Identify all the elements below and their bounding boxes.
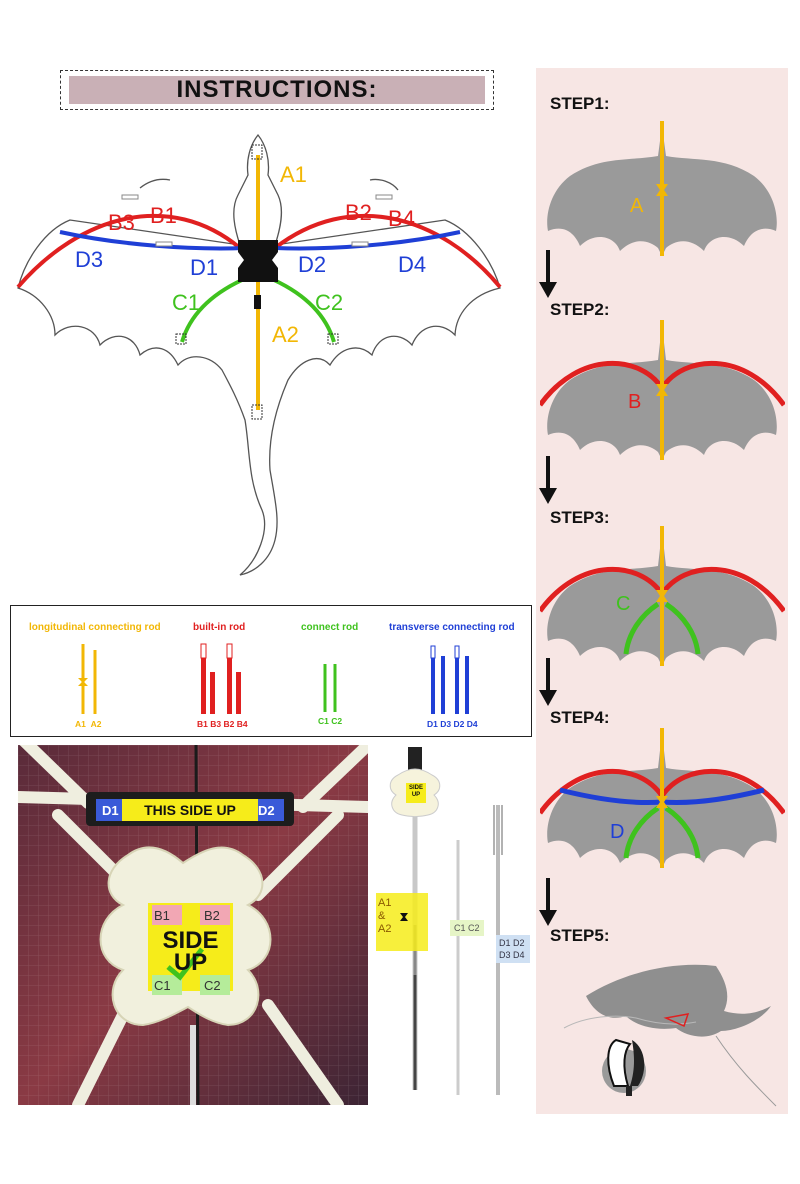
step2-label: STEP2: bbox=[550, 300, 610, 320]
step2-image: B bbox=[540, 320, 785, 460]
tag-d1d2: D1 D2 bbox=[499, 937, 525, 949]
label-d3: D3 bbox=[75, 247, 103, 272]
legend-longitudinal-title: longitudinal connecting rod bbox=[29, 622, 161, 633]
legend-caption-c1: C1 bbox=[318, 716, 329, 726]
this-side-up-label: THIS SIDE UP bbox=[124, 802, 256, 818]
step4-label: STEP4: bbox=[550, 708, 610, 728]
arrow-down-icon bbox=[538, 878, 558, 928]
step1-image: A bbox=[540, 116, 785, 256]
steps-panel: STEP1: A STEP2: B STEP3: C STEP4: bbox=[536, 68, 788, 1114]
label-b2: B2 bbox=[345, 200, 372, 225]
label-b1: B1 bbox=[150, 203, 177, 228]
step1-label: STEP1: bbox=[550, 94, 610, 114]
step4-marker: D bbox=[610, 821, 624, 843]
label-b3: B3 bbox=[108, 210, 135, 235]
page-title: INSTRUCTIONS: bbox=[69, 76, 485, 104]
rods-photo: SIDE UP A1 & A2 C1 C2 D1 D2 D3 D4 bbox=[370, 745, 530, 1105]
photo-b2-label: B2 bbox=[204, 908, 220, 923]
step2-marker: B bbox=[628, 391, 641, 413]
tag-a1: A1 bbox=[378, 897, 391, 910]
label-c1: C1 bbox=[172, 290, 200, 315]
legend-transverse-title: transverse connecting rod bbox=[389, 622, 515, 633]
legend-caption-d4: D4 bbox=[467, 719, 478, 729]
legend-caption-b2: B2 bbox=[224, 719, 235, 729]
legend-caption-a2: A2 bbox=[91, 719, 102, 729]
label-d4: D4 bbox=[398, 252, 426, 277]
label-d2: D2 bbox=[298, 252, 326, 277]
photo-b1-label: B1 bbox=[154, 908, 170, 923]
photo-d2-label: D2 bbox=[258, 803, 275, 818]
label-c2: C2 bbox=[315, 290, 343, 315]
arrow-down-icon bbox=[538, 658, 558, 708]
legend-caption-d1: D1 bbox=[427, 719, 438, 729]
legend-caption-a1: A1 bbox=[75, 719, 86, 729]
photo2-hub-text: SIDE UP bbox=[406, 785, 426, 799]
tag-amp: & bbox=[378, 910, 391, 923]
legend-builtin-title: built-in rod bbox=[193, 622, 245, 633]
hub-text-up: UP bbox=[148, 952, 233, 974]
photo-c2-label: C2 bbox=[204, 978, 221, 993]
step3-image: C bbox=[540, 526, 785, 666]
tag-d3d4: D3 D4 bbox=[499, 949, 525, 961]
label-b4: B4 bbox=[388, 206, 415, 231]
arrow-down-icon bbox=[538, 250, 558, 300]
step3-label: STEP3: bbox=[550, 508, 610, 528]
legend-caption-d3: D3 bbox=[440, 719, 451, 729]
legend-caption-b3: B3 bbox=[210, 719, 221, 729]
photo-c1-label: C1 bbox=[154, 978, 171, 993]
hub-photo: D1 D2 THIS SIDE UP B1 B2 SIDE UP C1 C2 bbox=[18, 745, 368, 1105]
legend-caption-b4: B4 bbox=[237, 719, 248, 729]
arrow-down-icon bbox=[538, 456, 558, 506]
step5-image bbox=[556, 936, 786, 1111]
label-d1: D1 bbox=[190, 255, 218, 280]
step4-image: D bbox=[540, 728, 785, 868]
label-a1: A1 bbox=[280, 162, 307, 187]
legend-caption-b1: B1 bbox=[197, 719, 208, 729]
step3-marker: C bbox=[616, 593, 630, 615]
tag-a2: A2 bbox=[378, 923, 391, 936]
step1-marker: A bbox=[630, 195, 644, 217]
legend-caption-d2: D2 bbox=[454, 719, 465, 729]
legend: longitudinal connecting rod built-in rod… bbox=[10, 605, 532, 737]
center-hub bbox=[238, 240, 278, 282]
label-a2: A2 bbox=[272, 322, 299, 347]
photo-d1-label: D1 bbox=[102, 803, 119, 818]
legend-connect-title: connect rod bbox=[301, 622, 358, 633]
legend-caption-c2: C2 bbox=[331, 716, 342, 726]
tag-c1c2: C1 C2 bbox=[454, 923, 480, 933]
title-box: INSTRUCTIONS: bbox=[60, 70, 494, 110]
legend-rods bbox=[11, 636, 531, 716]
main-diagram: A1 A2 B3 B1 B2 B4 D3 D1 D2 D4 C1 C2 bbox=[0, 120, 530, 600]
